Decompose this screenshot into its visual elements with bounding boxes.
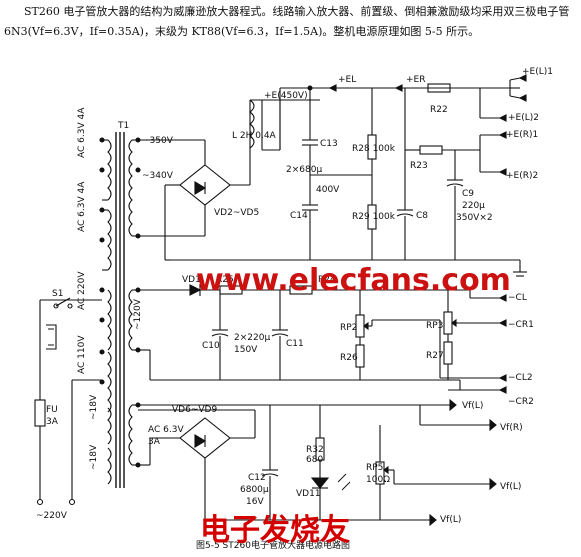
label-vfl2: Vf(L) — [440, 515, 461, 525]
label-r25: R25 — [216, 275, 234, 285]
label-out-cl2: −CL2 — [508, 373, 533, 383]
label-eb-l: +EL — [338, 75, 356, 85]
label-c9-v: 350V×2 — [456, 213, 493, 223]
label-r29: R29 100k — [352, 212, 396, 222]
label-r28: R28 100k — [352, 144, 396, 154]
label-out-cl: −CL — [508, 293, 527, 303]
label-vfl1: Vf(L) — [500, 482, 521, 492]
label-fu-val: 3A — [46, 417, 59, 427]
label-c13: C13 — [320, 139, 338, 149]
label-ac2: AC 6.3V 4A — [77, 181, 87, 232]
label-ac-low2: 3A — [148, 437, 161, 447]
label-out-cr1: −CR1 — [508, 320, 534, 330]
bias-supply: VD1 R25 R24 C10 C11 2×220μ 150V — [138, 275, 534, 407]
label-vd1: VD1 — [182, 275, 201, 285]
label-c12-v: 16V — [246, 497, 264, 507]
label-r23: R23 — [410, 161, 428, 171]
label-v400: 400V — [316, 185, 340, 195]
label-c8: C8 — [416, 211, 428, 221]
label-out-el2: +E(L)2 — [508, 113, 539, 123]
label-eb-r: +ER — [406, 75, 425, 85]
label-v-n2: ~18V — [89, 444, 99, 470]
label-choke: L 2H 0.4A — [232, 131, 277, 141]
watermark-site: www.elecfans.com — [196, 263, 511, 298]
label-c12-val: 6800μ — [240, 485, 269, 495]
label-out-el1: +E(L)1 — [522, 67, 553, 77]
label-r27: R27 — [426, 351, 444, 361]
label-vd11: VD11 — [296, 489, 321, 499]
label-r24: R24 — [318, 275, 336, 285]
label-c9: C9 — [462, 189, 474, 199]
label-rp5: RP5 — [366, 463, 383, 473]
intro-text: ST260 电子管放大器的结构为威廉逊放大器程式。线路输入放大器、前置级、倒相兼… — [4, 5, 570, 38]
label-ac110: AC 110V — [77, 335, 87, 374]
hv-filter: L 2H 0.4A +E(450V) C13 C14 2×680μ 400V — [164, 67, 553, 277]
label-c14: C14 — [290, 211, 308, 221]
label-rp3: RP3 — [426, 321, 443, 331]
mains-input: S1 FU 3A ~220V — [34, 289, 102, 521]
label-sec-350: ~350V — [142, 136, 174, 146]
label-c10-val: 2×220μ — [234, 333, 270, 343]
rectifier-bridge-hv: VD2~VD5 — [138, 139, 259, 237]
filament-supply: Vf(L) Vf(R) VD6~VD9 C12 6800μ 16V — [138, 398, 523, 527]
label-mains: ~220V — [36, 511, 68, 521]
label-e-plus: +E(450V) — [264, 91, 308, 101]
label-fu: FU — [46, 405, 58, 415]
label-ac-low: AC 6.3V — [148, 425, 184, 435]
label-out-er1: +E(R)1 — [506, 130, 538, 140]
label-rect1: VD2~VD5 — [214, 208, 259, 218]
intro-paragraph: ST260 电子管放大器的结构为威廉逊放大器程式。线路输入放大器、前置级、倒相兼… — [4, 2, 576, 42]
label-rp5-val: 100Ω — [366, 475, 390, 485]
label-v-n1: ~18V — [89, 394, 99, 420]
label-c10: C10 — [202, 341, 220, 351]
label-ac220: AC 220V — [77, 271, 87, 310]
label-rp2: RP2 — [340, 323, 357, 333]
label-ac-mid: ~120V — [133, 298, 143, 330]
label-vfl: Vf(L) — [462, 401, 483, 411]
label-s1: S1 — [52, 289, 63, 299]
label-c12: C12 — [248, 473, 266, 483]
label-cap-2x: 2×680μ — [286, 165, 322, 175]
label-vfr: Vf(R) — [500, 423, 523, 433]
label-r32-val: 680 — [306, 455, 323, 465]
label-c11: C11 — [286, 339, 304, 349]
label-sec-340: ~340V — [142, 171, 174, 181]
figure-caption: 图5-5 ST260电子管放大器电源电路图 — [196, 539, 350, 551]
label-r32: R32 — [306, 445, 324, 455]
label-t1: T1 — [117, 121, 129, 131]
label-c9-val: 220μ — [462, 201, 485, 211]
transformer-t1: T1 — [77, 107, 184, 488]
label-out-cr2: −CR2 — [508, 397, 534, 407]
label-c10-v: 150V — [234, 345, 258, 355]
label-ac1: AC 6.3V 4A — [77, 107, 87, 158]
label-r22: R22 — [430, 105, 448, 115]
watermark-cn: 电子发烧友 — [200, 513, 350, 548]
label-out-er2: +E(R)2 — [506, 171, 538, 181]
label-r26: R26 — [340, 353, 358, 363]
